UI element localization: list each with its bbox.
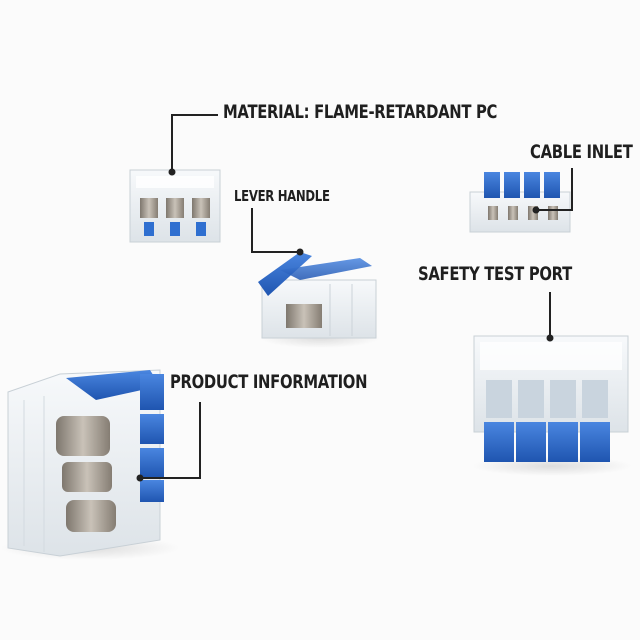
- leader-material-dot: [168, 168, 176, 176]
- label-product-information: PRODUCT INFORMATION: [170, 371, 368, 393]
- connector-cable-inlet: [469, 172, 571, 233]
- leader-lever-dot: [296, 248, 304, 256]
- leader-cable-inlet: [536, 168, 573, 211]
- label-material: MATERIAL: FLAME-RETARDANT PC: [223, 101, 498, 123]
- label-cable-inlet: CABLE INLET: [530, 141, 633, 163]
- leader-lever: [251, 208, 300, 253]
- leader-product: [140, 402, 201, 479]
- leader-safety-dot: [546, 334, 554, 342]
- label-lever-handle: LEVER HANDLE: [234, 187, 330, 205]
- connector-large-front: [0, 369, 180, 560]
- leader-cable-inlet-dot: [532, 206, 540, 214]
- label-safety-test-port: SAFETY TEST PORT: [418, 263, 572, 285]
- connector-lever: [258, 252, 380, 348]
- connector-safety-test-port: [472, 335, 632, 476]
- connector-top-left: [129, 169, 221, 243]
- leader-lines: [136, 114, 573, 482]
- leader-material: [171, 114, 218, 172]
- leader-product-dot: [136, 474, 144, 482]
